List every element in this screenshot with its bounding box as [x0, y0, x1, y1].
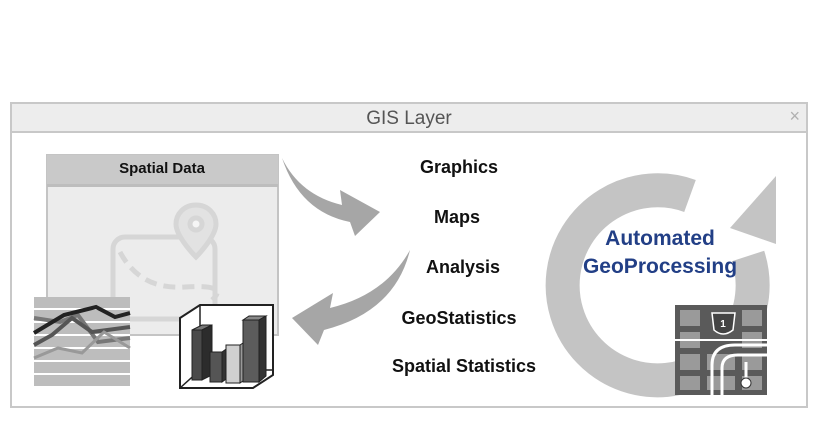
window-title: GIS Layer	[366, 108, 452, 129]
svg-text:1: 1	[720, 319, 726, 330]
window-titlebar: GIS Layer ×	[12, 104, 806, 133]
automated-label: Automated	[605, 227, 715, 250]
output-item-graphics: Graphics	[419, 157, 499, 177]
output-item-analysis: Analysis	[425, 257, 501, 277]
spatial-data-label: Spatial Data	[119, 160, 205, 177]
output-item-geostatistics: GeoStatistics	[401, 308, 517, 328]
output-item-spatial-statistics: Spatial Statistics	[391, 356, 537, 376]
flow-arrow-left	[292, 250, 410, 345]
flow-arrow-right	[282, 158, 380, 236]
output-item-maps: Maps	[433, 207, 480, 227]
bar-chart-3d-icon	[179, 304, 274, 389]
road-map-icon: 1	[675, 305, 767, 395]
map-pin-icon	[110, 202, 220, 322]
geoprocessing-label: GeoProcessing	[582, 255, 738, 278]
close-icon[interactable]: ×	[789, 106, 800, 126]
line-chart-icon	[32, 297, 131, 386]
